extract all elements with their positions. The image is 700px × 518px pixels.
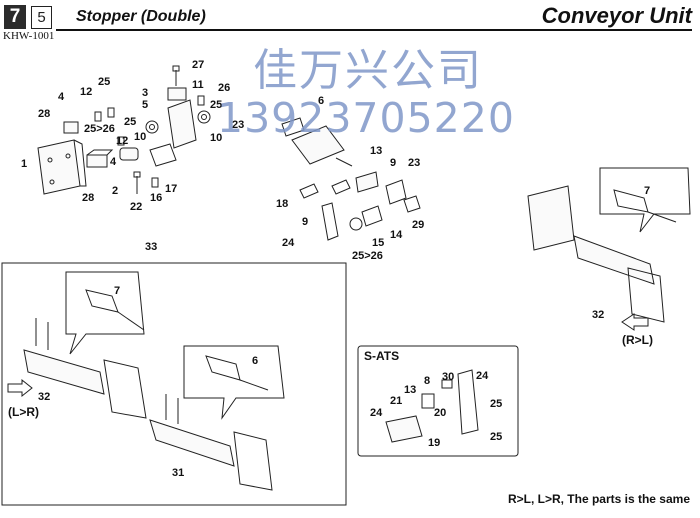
- callout-32a: 32: [38, 391, 50, 403]
- callout-7a: 7: [114, 285, 120, 297]
- callout-25b: 25: [124, 116, 136, 128]
- callout-25c: 25: [210, 99, 222, 111]
- header-rule: [56, 29, 692, 31]
- direction-r-to-l: (R>L): [622, 333, 653, 347]
- callout-6b: 6: [252, 355, 258, 367]
- callout-25e: 25: [490, 431, 502, 443]
- callout-1: 1: [21, 158, 27, 170]
- page-number: 5: [31, 6, 52, 29]
- callout-8: 8: [424, 375, 430, 387]
- callout-5: 5: [142, 99, 148, 111]
- callout-29: 29: [412, 219, 424, 231]
- cylinder-part-6: [281, 117, 353, 167]
- callout-33: 33: [145, 241, 157, 253]
- callout-25a: 25: [98, 76, 110, 88]
- callout-24c: 24: [370, 407, 383, 419]
- callout-13a: 13: [370, 145, 382, 157]
- callout-23b: 23: [408, 157, 420, 169]
- callout-12b: 12: [116, 135, 128, 147]
- callout-7b: 7: [644, 185, 650, 197]
- callout-15: 15: [372, 237, 384, 249]
- block-part-28: [86, 154, 108, 168]
- footer-note: R>L, L>R, The parts is the same: [507, 492, 690, 506]
- callout-13b: 13: [404, 384, 416, 396]
- callout-9a: 9: [390, 157, 396, 169]
- callout-17: 17: [165, 183, 177, 195]
- callout-22: 22: [130, 201, 142, 213]
- callout-18: 18: [276, 198, 288, 210]
- callout-12a: 12: [80, 86, 92, 98]
- block-part-11: [167, 87, 187, 101]
- section-number: 7: [4, 5, 26, 29]
- callout-10b: 10: [210, 132, 222, 144]
- callout-3: 3: [142, 87, 148, 99]
- block-part-4: [63, 121, 79, 134]
- callout-20: 20: [434, 407, 446, 419]
- callout-11: 11: [192, 79, 204, 91]
- callout-14: 14: [390, 229, 403, 241]
- callout-28a: 28: [38, 108, 50, 120]
- direction-l-to-r: (L>R): [8, 405, 39, 419]
- callout-27: 27: [192, 59, 204, 71]
- watermark-name: 佳万兴公司: [253, 45, 483, 96]
- callout-4a: 4: [58, 91, 65, 103]
- callout-30: 30: [442, 371, 454, 383]
- callout-6a: 6: [318, 95, 324, 107]
- callout-31: 31: [172, 467, 184, 479]
- callout-25-26a: 25>26: [84, 123, 115, 135]
- callout-16: 16: [150, 192, 162, 204]
- knob-part-2: [119, 147, 139, 161]
- callout-19: 19: [428, 437, 440, 449]
- callout-10a: 10: [134, 131, 146, 143]
- assembly-box-33: [1, 262, 347, 506]
- callout-25-26b: 25>26: [352, 250, 383, 262]
- bracket-part-3: [167, 99, 197, 149]
- callout-24b: 24: [476, 370, 489, 382]
- callout-4b: 4: [110, 156, 117, 168]
- callout-26: 26: [218, 82, 230, 94]
- watermark-phone: 13923705220: [217, 94, 515, 142]
- page-title: Stopper (Double): [76, 8, 206, 25]
- callout-25d: 25: [490, 398, 502, 410]
- sats-title: S-ATS: [364, 349, 399, 363]
- callout-21: 21: [390, 395, 402, 407]
- base-plate-part: [37, 139, 81, 195]
- unit-title: Conveyor Unit: [541, 3, 692, 28]
- model-code: KHW-1001: [3, 30, 55, 42]
- callout-32b: 32: [592, 309, 604, 321]
- callout-2: 2: [112, 185, 118, 197]
- callout-23a: 23: [232, 119, 244, 131]
- sats-box: [357, 345, 519, 457]
- callout-28b: 28: [82, 192, 94, 204]
- callout-24a: 24: [282, 237, 295, 249]
- callout-9b: 9: [302, 216, 308, 228]
